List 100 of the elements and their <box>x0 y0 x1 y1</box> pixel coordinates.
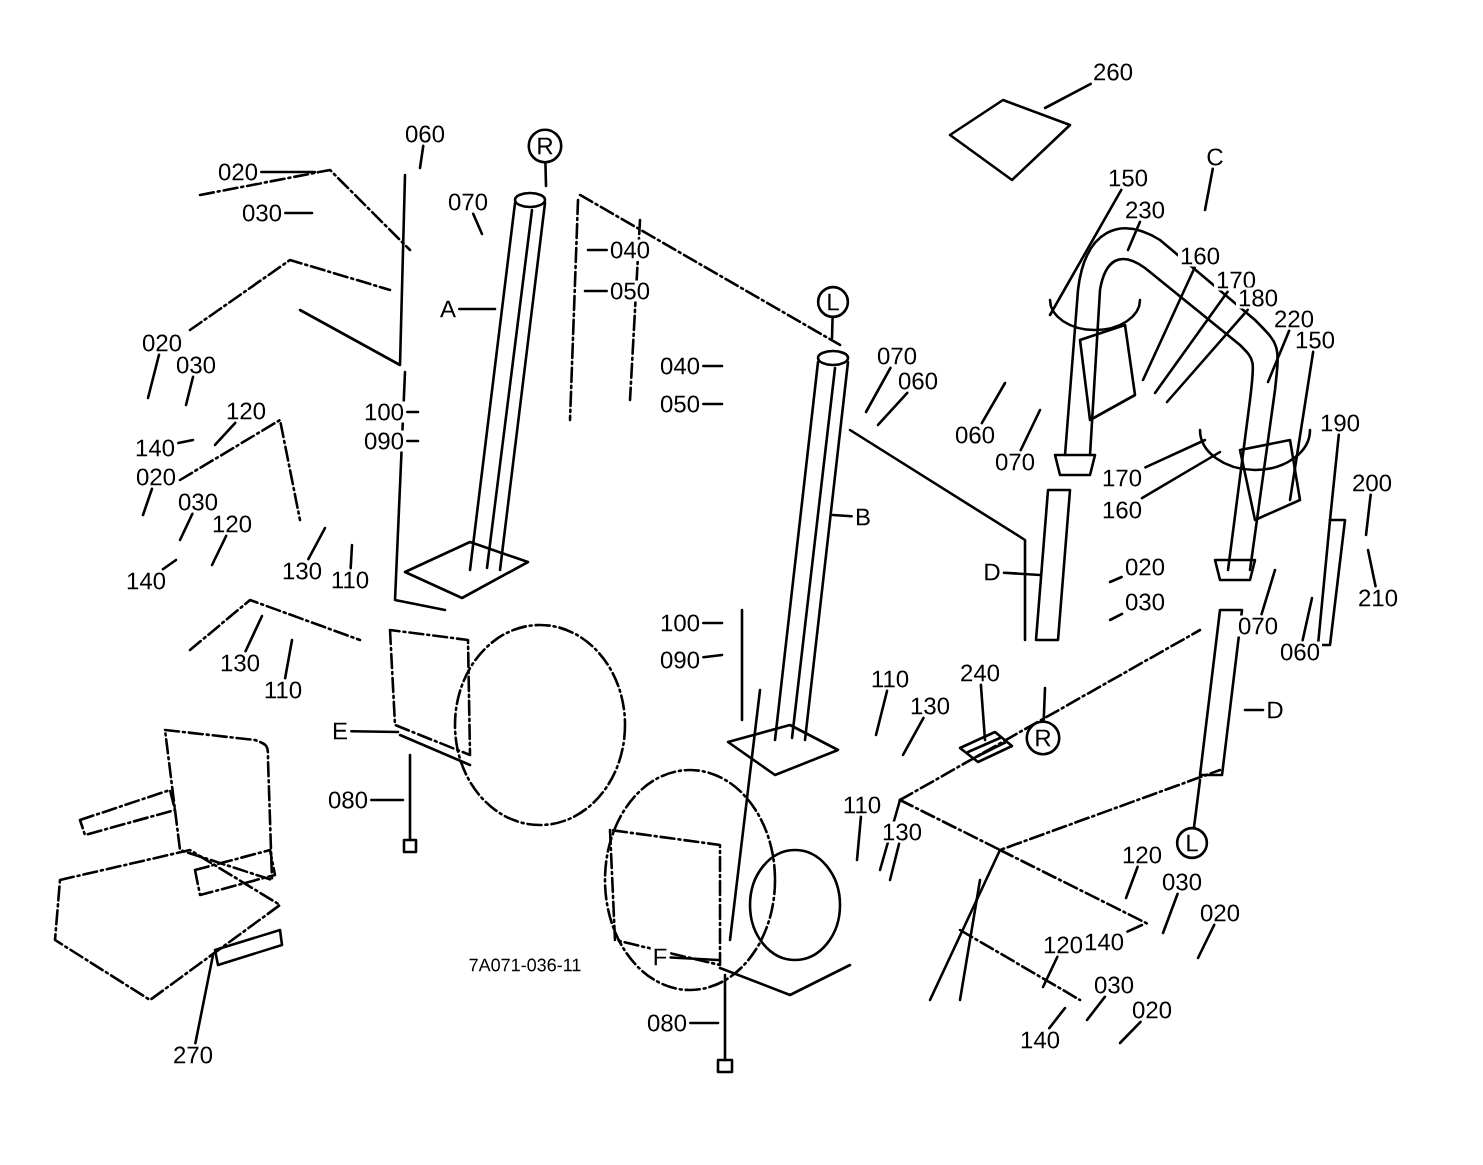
leader-line <box>178 512 194 542</box>
callout-number: 130 <box>908 695 953 717</box>
leader-line <box>979 683 987 742</box>
leader-line <box>1019 408 1042 452</box>
callout-number: 160 <box>1178 245 1223 267</box>
leader-line <box>406 439 420 443</box>
leader-line <box>161 558 178 571</box>
callout-number: 030 <box>240 202 284 224</box>
callout-number: 160 <box>1100 499 1145 521</box>
leader-line <box>1144 438 1207 469</box>
callout-number: 070 <box>875 345 920 367</box>
leader-line <box>141 487 154 517</box>
callout-number: 070 <box>1236 615 1281 637</box>
callout-number: 180 <box>1236 287 1281 309</box>
leader-line <box>406 410 420 414</box>
callout-number: 170 <box>1100 467 1145 489</box>
callout-number: 120 <box>224 400 269 422</box>
callout-number: B <box>853 506 873 528</box>
callout-number: 020 <box>140 332 185 354</box>
callout-number: 080 <box>326 789 371 811</box>
callout-number: 140 <box>1018 1029 1063 1051</box>
callout-number: 030 <box>1160 871 1205 893</box>
callout-number: 110 <box>840 794 884 816</box>
leader-line <box>350 729 400 734</box>
leader-line <box>184 375 195 407</box>
callout-number: 110 <box>328 569 372 591</box>
leader-line <box>855 815 863 862</box>
callout-number: 070 <box>446 191 491 213</box>
drawing-code: 7A071-036-11 <box>469 958 581 972</box>
callout-number: E <box>330 720 350 742</box>
leader-line <box>980 381 1007 425</box>
callout-number: 120 <box>210 513 255 535</box>
leader-line <box>669 956 720 962</box>
callout-number: 140 <box>124 570 169 592</box>
callout-number: 270 <box>171 1044 216 1066</box>
leader-line <box>1140 450 1222 500</box>
leader-line <box>177 438 195 445</box>
leader-line <box>1364 493 1372 537</box>
leader-line <box>544 162 548 188</box>
leader-line <box>1124 865 1139 900</box>
leader-line <box>1203 167 1215 212</box>
callout-number: 080 <box>645 1012 690 1034</box>
leader-line <box>1366 548 1377 588</box>
leader-line <box>1161 892 1179 935</box>
callout-number: 060 <box>896 370 941 392</box>
callout-number: 040 <box>658 355 703 377</box>
leader-line <box>307 526 327 561</box>
callout-number: 100 <box>658 612 703 634</box>
circled-letter: L <box>1175 826 1209 860</box>
leader-line <box>1042 686 1047 722</box>
leader-line <box>1196 923 1216 960</box>
callout-number: 090 <box>362 430 407 452</box>
leader-line <box>471 212 484 236</box>
leader-line <box>1002 571 1042 577</box>
callout-number: 100 <box>362 401 407 423</box>
callout-number: D <box>981 561 1003 583</box>
leader-line <box>349 543 354 570</box>
leader-line <box>1260 568 1277 616</box>
leader-line <box>1126 923 1144 933</box>
leader-line <box>864 366 892 414</box>
callout-number: 230 <box>1123 199 1168 221</box>
callout-number: A <box>438 298 458 320</box>
leader-line <box>1243 708 1265 712</box>
leader-line <box>210 534 228 567</box>
leader-line <box>888 842 901 882</box>
callout-number: 060 <box>403 123 448 145</box>
leader-line <box>831 513 853 518</box>
leader-line <box>702 621 724 625</box>
circled-letter: R <box>527 128 563 164</box>
callout-number: 040 <box>608 239 653 261</box>
callout-number: 150 <box>1293 329 1338 351</box>
callout-number: 060 <box>953 424 998 446</box>
callout-number: 020 <box>216 161 261 183</box>
leader-line <box>1108 612 1124 622</box>
callout-number: 020 <box>1198 902 1243 924</box>
leader-line <box>1288 350 1315 502</box>
leader-line <box>586 248 608 252</box>
leader-line <box>1153 290 1229 395</box>
callout-number: 130 <box>218 652 263 674</box>
leader-line <box>1301 596 1314 642</box>
leader-line <box>458 307 497 311</box>
leader-line <box>689 1021 720 1025</box>
leader-line <box>260 170 317 174</box>
leader-line <box>370 798 405 802</box>
leader-line <box>146 353 161 400</box>
callout-number: 140 <box>133 437 177 459</box>
leader-line <box>418 144 425 170</box>
callout-number: D <box>1264 699 1286 721</box>
callout-number: 090 <box>658 649 703 671</box>
leader-line <box>244 614 264 653</box>
leader-line <box>1118 1020 1142 1045</box>
callout-number: 130 <box>880 821 925 843</box>
leader-line <box>213 421 237 447</box>
circled-letter: L <box>816 285 850 319</box>
leader-line <box>194 953 215 1045</box>
leader-line <box>1141 266 1196 382</box>
callout-number: 050 <box>658 393 703 415</box>
callout-number: 260 <box>1091 61 1136 83</box>
leader-line <box>1085 995 1107 1022</box>
callout-number: 020 <box>1130 999 1175 1021</box>
